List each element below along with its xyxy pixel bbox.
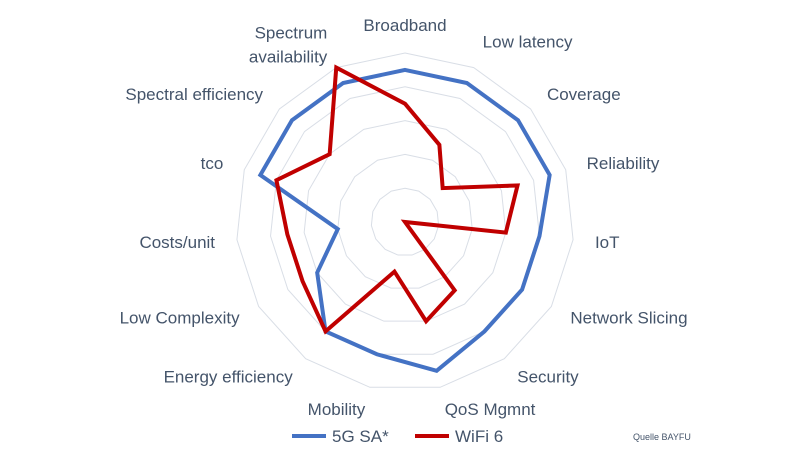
axis-label: Coverage	[547, 85, 621, 104]
grid-ring	[370, 187, 440, 256]
axis-label: IoT	[595, 233, 620, 252]
grid-ring	[236, 52, 574, 388]
legend-label-wifi: WiFi 6	[455, 427, 503, 446]
legend-label-5g: 5G SA*	[332, 427, 389, 446]
axis-label: QoS Mgmnt	[445, 400, 536, 419]
axis-label: Reliability	[587, 154, 660, 173]
series-line-wifi6	[274, 64, 521, 335]
axis-label: Low latency	[483, 33, 573, 52]
axis-label: tco	[201, 154, 224, 173]
legend: 5G SA* WiFi 6	[292, 427, 503, 446]
series-line-5g-sa	[257, 67, 552, 373]
axis-label: Energy efficiency	[164, 368, 294, 387]
axis-label: Broadband	[363, 16, 446, 35]
series-group	[257, 64, 552, 373]
axis-label: Network Slicing	[570, 309, 687, 328]
axis-label: Security	[517, 368, 579, 387]
grid-ring	[303, 120, 507, 322]
axis-label: Costs/unit	[139, 233, 215, 252]
axis-label: Low Complexity	[120, 309, 240, 328]
axis-label: Mobility	[308, 400, 366, 419]
axis-label: Spectral efficiency	[125, 85, 263, 104]
grid-ring	[270, 86, 540, 355]
source-note: Quelle BAYFU	[633, 432, 691, 442]
